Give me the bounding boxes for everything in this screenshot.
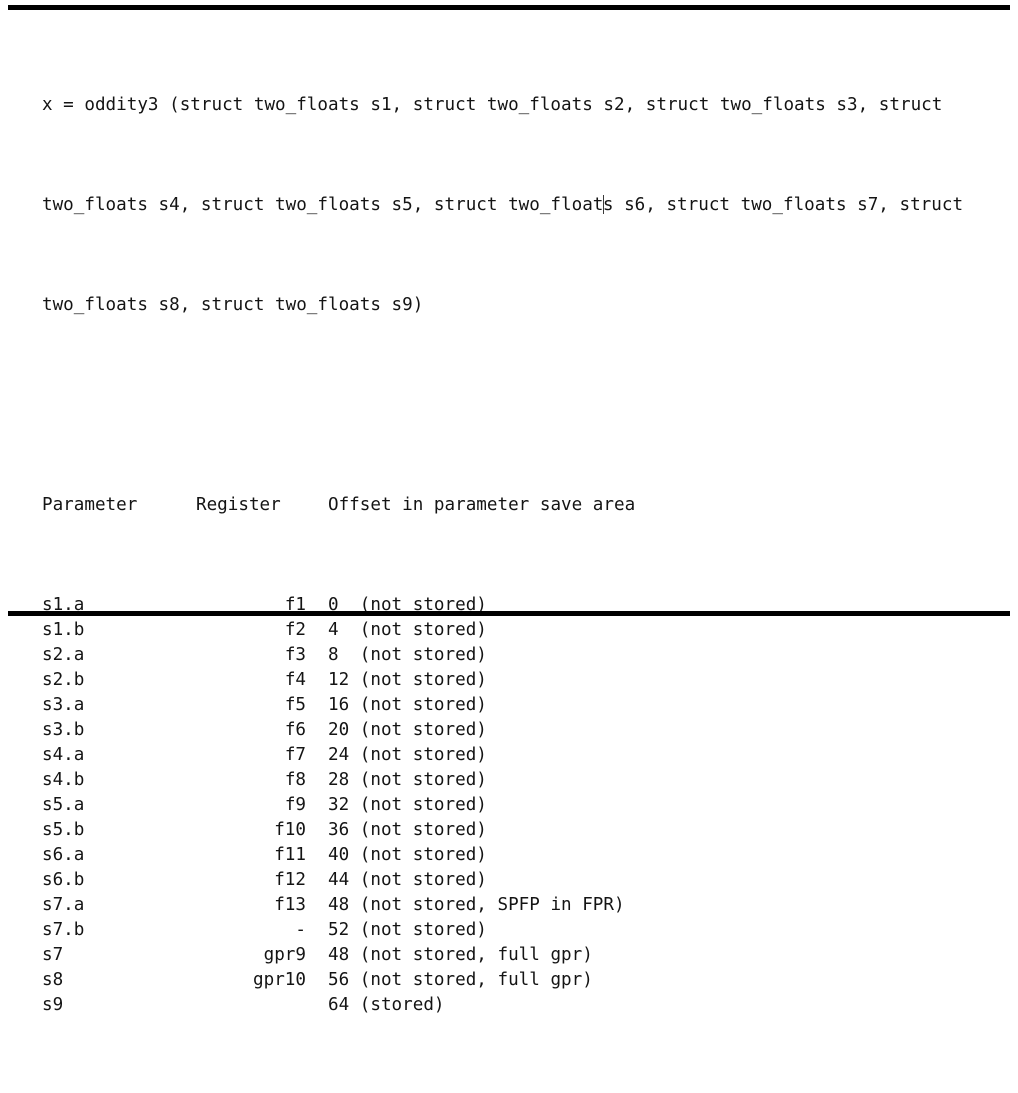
cell-offset: 64 (stored) [328,995,445,1015]
cell-parameter: s4.a [42,745,85,765]
cell-offset: 28 (not stored) [328,770,487,790]
cell-parameter: s2.a [42,645,85,665]
table-row: s5.b f10 36 (not stored) [42,818,1002,843]
table-row: s1.a f1 0 (not stored) [42,593,1002,618]
cell-register: f4 [284,670,306,690]
cell-parameter: s9 [42,995,64,1015]
function-signature-line-1: x = oddity3 (struct two_floats s1, struc… [42,95,943,115]
text-caret [602,195,604,214]
table-row: s4.b f8 28 (not stored) [42,768,1002,793]
function-signature-line-2: two_floats s4, struct two_floats s5, str… [42,193,1002,218]
cell-parameter: s5.a [42,795,85,815]
cell-register: f12 [274,870,306,890]
cell-register: gpr10 [253,970,306,990]
table-row: s2.a f3 8 (not stored) [42,643,1002,668]
table-row: s8 gpr10 56 (not stored, full gpr) [42,968,1002,993]
cell-register: f3 [284,645,306,665]
cell-parameter: s7.a [42,895,85,915]
signature-line-2-before-caret: two_floats s4, struct two_floats s5, str… [42,195,604,215]
table-row: s4.a f7 24 (not stored) [42,743,1002,768]
cell-parameter: s8 [42,970,64,990]
cell-parameter: s2.b [42,670,85,690]
cell-offset: 56 (not stored, full gpr) [328,970,593,990]
header-register: Register [196,495,281,515]
table-row: s2.b f4 12 (not stored) [42,668,1002,693]
cell-register: f7 [284,745,306,765]
table-row: s3.a f5 16 (not stored) [42,693,1002,718]
cell-offset: 48 (not stored, SPFP in FPR) [328,895,625,915]
cell-register: - [295,920,306,940]
table-row: s7.b - 52 (not stored) [42,918,1002,943]
cell-parameter: s1.a [42,595,85,615]
header-parameter: Parameter [42,495,138,515]
cell-offset: 4 (not stored) [328,620,487,640]
cell-register: f10 [274,820,306,840]
cell-offset: 48 (not stored, full gpr) [328,945,593,965]
cell-offset: 16 (not stored) [328,695,487,715]
cell-register: f5 [284,695,306,715]
table-row: s7.a f13 48 (not stored, SPFP in FPR) [42,893,1002,918]
cell-parameter: s4.b [42,770,85,790]
header-offset: Offset in parameter save area [328,495,636,515]
cell-register: f1 [284,595,306,615]
cell-offset: 0 (not stored) [328,595,487,615]
cell-parameter: s5.b [42,820,85,840]
cell-parameter: s6.a [42,845,85,865]
table-row: s6.b f12 44 (not stored) [42,868,1002,893]
table-header-row: Parameter Register Offset in parameter sav… [42,493,1002,518]
cell-offset: 20 (not stored) [328,720,487,740]
cell-register: f6 [284,720,306,740]
figure-container: x = oddity3 (struct two_floats s1, struc… [8,5,1010,1015]
cell-offset: 32 (not stored) [328,795,487,815]
figure-top-rule [8,5,1010,10]
table-row: s7 gpr9 48 (not stored, full gpr) [42,943,1002,968]
figure-bottom-rule [8,611,1010,616]
signature-line-2-after-caret: s s6, struct two_floats s7, struct [602,195,964,215]
cell-register: f9 [284,795,306,815]
blank-line [42,393,1002,418]
cell-parameter: s3.a [42,695,85,715]
code-listing[interactable]: x = oddity3 (struct two_floats s1, struc… [42,18,1002,1093]
cell-register: gpr9 [263,945,306,965]
table-row: s3.b f6 20 (not stored) [42,718,1002,743]
cell-register: f13 [274,895,306,915]
cell-offset: 40 (not stored) [328,845,487,865]
cell-parameter: s7 [42,945,64,965]
table-row: s9 64 (stored) [42,993,1002,1018]
table-body: s1.a f1 0 (not stored) s1.b f2 4 (not stored)… [42,593,1002,1018]
cell-offset: 36 (not stored) [328,820,487,840]
cell-parameter: s3.b [42,720,85,740]
cell-register: f2 [284,620,306,640]
cell-offset: 24 (not stored) [328,745,487,765]
cell-register: f8 [284,770,306,790]
cell-offset: 8 (not stored) [328,645,487,665]
table-row: s1.b f2 4 (not stored) [42,618,1002,643]
cell-offset: 12 (not stored) [328,670,487,690]
cell-register: f11 [274,845,306,865]
cell-parameter: s1.b [42,620,85,640]
table-row: s6.a f11 40 (not stored) [42,843,1002,868]
cell-offset: 44 (not stored) [328,870,487,890]
table-row: s5.a f9 32 (not stored) [42,793,1002,818]
function-signature-line-3: two_floats s8, struct two_floats s9) [42,295,424,315]
cell-offset: 52 (not stored) [328,920,487,940]
cell-parameter: s7.b [42,920,85,940]
cell-parameter: s6.b [42,870,85,890]
